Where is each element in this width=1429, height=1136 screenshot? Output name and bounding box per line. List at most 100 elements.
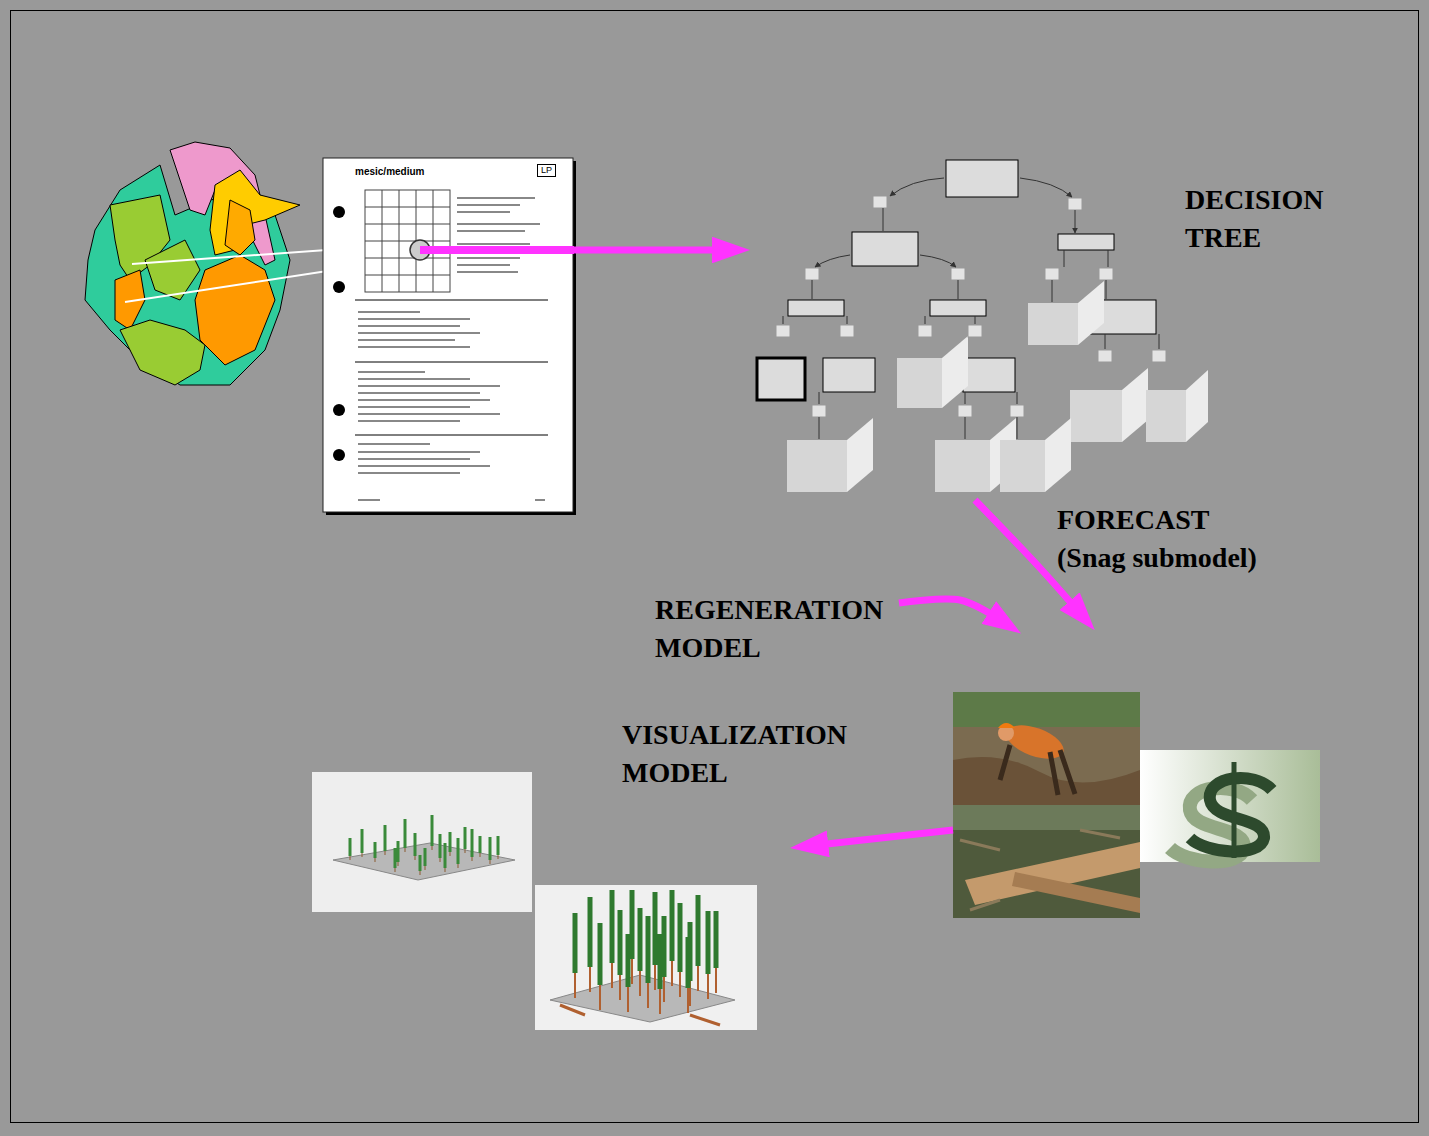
- connectors: [573, 250, 1075, 845]
- tree-trunks: [350, 815, 498, 875]
- card-grid: [365, 190, 450, 292]
- tree-arrow: [890, 178, 944, 196]
- tree-crowns: [575, 890, 716, 989]
- block-side: [1186, 370, 1208, 442]
- log: [1012, 872, 1140, 913]
- block-side: [942, 336, 968, 408]
- grid-lines: [365, 190, 450, 292]
- model-label: VISUALIZATION MODEL: [622, 716, 862, 792]
- photo-forest: [953, 692, 1140, 727]
- map-region: [210, 170, 300, 255]
- photo-planting: [953, 692, 1140, 805]
- tree-box-selected: [757, 358, 805, 400]
- flag-icon: [805, 268, 819, 280]
- debris: [960, 830, 1120, 910]
- photo-logs: [953, 805, 1140, 918]
- flag-icon: [1152, 350, 1166, 362]
- block-side: [1122, 368, 1148, 442]
- flag-icon: [951, 268, 965, 280]
- block-front: [897, 358, 942, 408]
- map-region: [120, 320, 205, 385]
- flag-icon: [1098, 350, 1112, 362]
- tree-trunks: [575, 890, 716, 1014]
- tree-box: [930, 300, 986, 316]
- tree-box: [823, 358, 875, 392]
- young-stand-panel: [312, 772, 532, 912]
- model-label: DECISION TREE: [1185, 181, 1345, 257]
- planter-limbs: [1000, 745, 1075, 795]
- tree-box: [963, 358, 1015, 392]
- page-frame: [11, 11, 1419, 1123]
- map-region: [225, 200, 255, 255]
- site-card: mesic/medium LP: [323, 158, 573, 512]
- card-rules: [355, 300, 548, 435]
- card-text-lines: [358, 198, 545, 500]
- grid-frame: [365, 190, 450, 292]
- tree-crowns: [350, 815, 498, 871]
- binder-hole: [333, 404, 345, 416]
- visualization-panels: VISUALIZATION MODEL: [310, 770, 790, 1032]
- binder-hole: [333, 206, 345, 218]
- block-front: [1146, 390, 1186, 442]
- tree-arrow: [815, 255, 850, 267]
- block-side: [847, 418, 873, 492]
- flag-icon: [958, 405, 972, 417]
- tree-box: [852, 232, 918, 266]
- block-front: [935, 440, 990, 492]
- tree-box: [788, 300, 844, 316]
- model-label: FORECAST (Snag submodel): [1057, 501, 1267, 577]
- flag-icon: [918, 325, 932, 337]
- flag-icon: [1099, 268, 1113, 280]
- card-title: mesic/medium: [355, 166, 424, 178]
- block-side: [1078, 281, 1104, 345]
- dollar-bar: [1232, 762, 1237, 858]
- block-side: [1045, 418, 1071, 492]
- flag-icon: [1045, 268, 1059, 280]
- flow-arrow: [820, 830, 953, 845]
- flow-arrow: [573, 247, 720, 254]
- forecast-photos: [953, 692, 1320, 918]
- model-label-box: REGENERATION MODEL: [651, 587, 899, 671]
- flag-icon: [1010, 405, 1024, 417]
- photo-background: [953, 805, 1140, 830]
- tree-arrow: [783, 208, 1159, 439]
- photo-soil: [953, 757, 1140, 805]
- binder-hole: [333, 281, 345, 293]
- flag-icon: [812, 405, 826, 417]
- planter-hat: [998, 723, 1015, 728]
- forecast-photos: FORECAST (Snag submodel): [953, 630, 1320, 920]
- tree-arrow: [1020, 178, 1072, 197]
- flow-arrow-start: [420, 246, 574, 254]
- flag-icon: [1068, 198, 1082, 210]
- block-front: [787, 440, 847, 492]
- dollar-symbol: [1190, 778, 1272, 852]
- tree-arrow: [920, 255, 956, 267]
- tree-box: [946, 160, 1018, 197]
- block-front: [1000, 440, 1045, 492]
- map-region: [195, 255, 275, 365]
- site-card: [323, 158, 573, 512]
- block-front: [1070, 390, 1122, 442]
- tree-box: [1058, 234, 1114, 250]
- decision-tree-figure: [757, 160, 1208, 492]
- card-code: LP: [537, 164, 556, 177]
- decision-tree: DECISION TREE: [750, 155, 1350, 500]
- flag-icon: [873, 196, 887, 208]
- tree-blocks: [787, 281, 1208, 492]
- photo-money: [1140, 750, 1320, 862]
- binder-holes: [333, 206, 345, 461]
- tree-flags: [776, 196, 1166, 417]
- flow-arrow: [899, 599, 996, 617]
- stand-visualization: [312, 772, 757, 1030]
- block-front: [1028, 303, 1078, 345]
- site-map: [85, 142, 300, 385]
- tree-arrows: [783, 178, 1159, 439]
- flag-icon: [968, 325, 982, 337]
- binder-hole: [333, 449, 345, 461]
- mature-stand-panel: [535, 885, 757, 1030]
- flag-icon: [840, 325, 854, 337]
- flag-icon: [776, 325, 790, 337]
- model-label: REGENERATION MODEL: [655, 591, 895, 667]
- fallen-logs: [560, 1005, 720, 1025]
